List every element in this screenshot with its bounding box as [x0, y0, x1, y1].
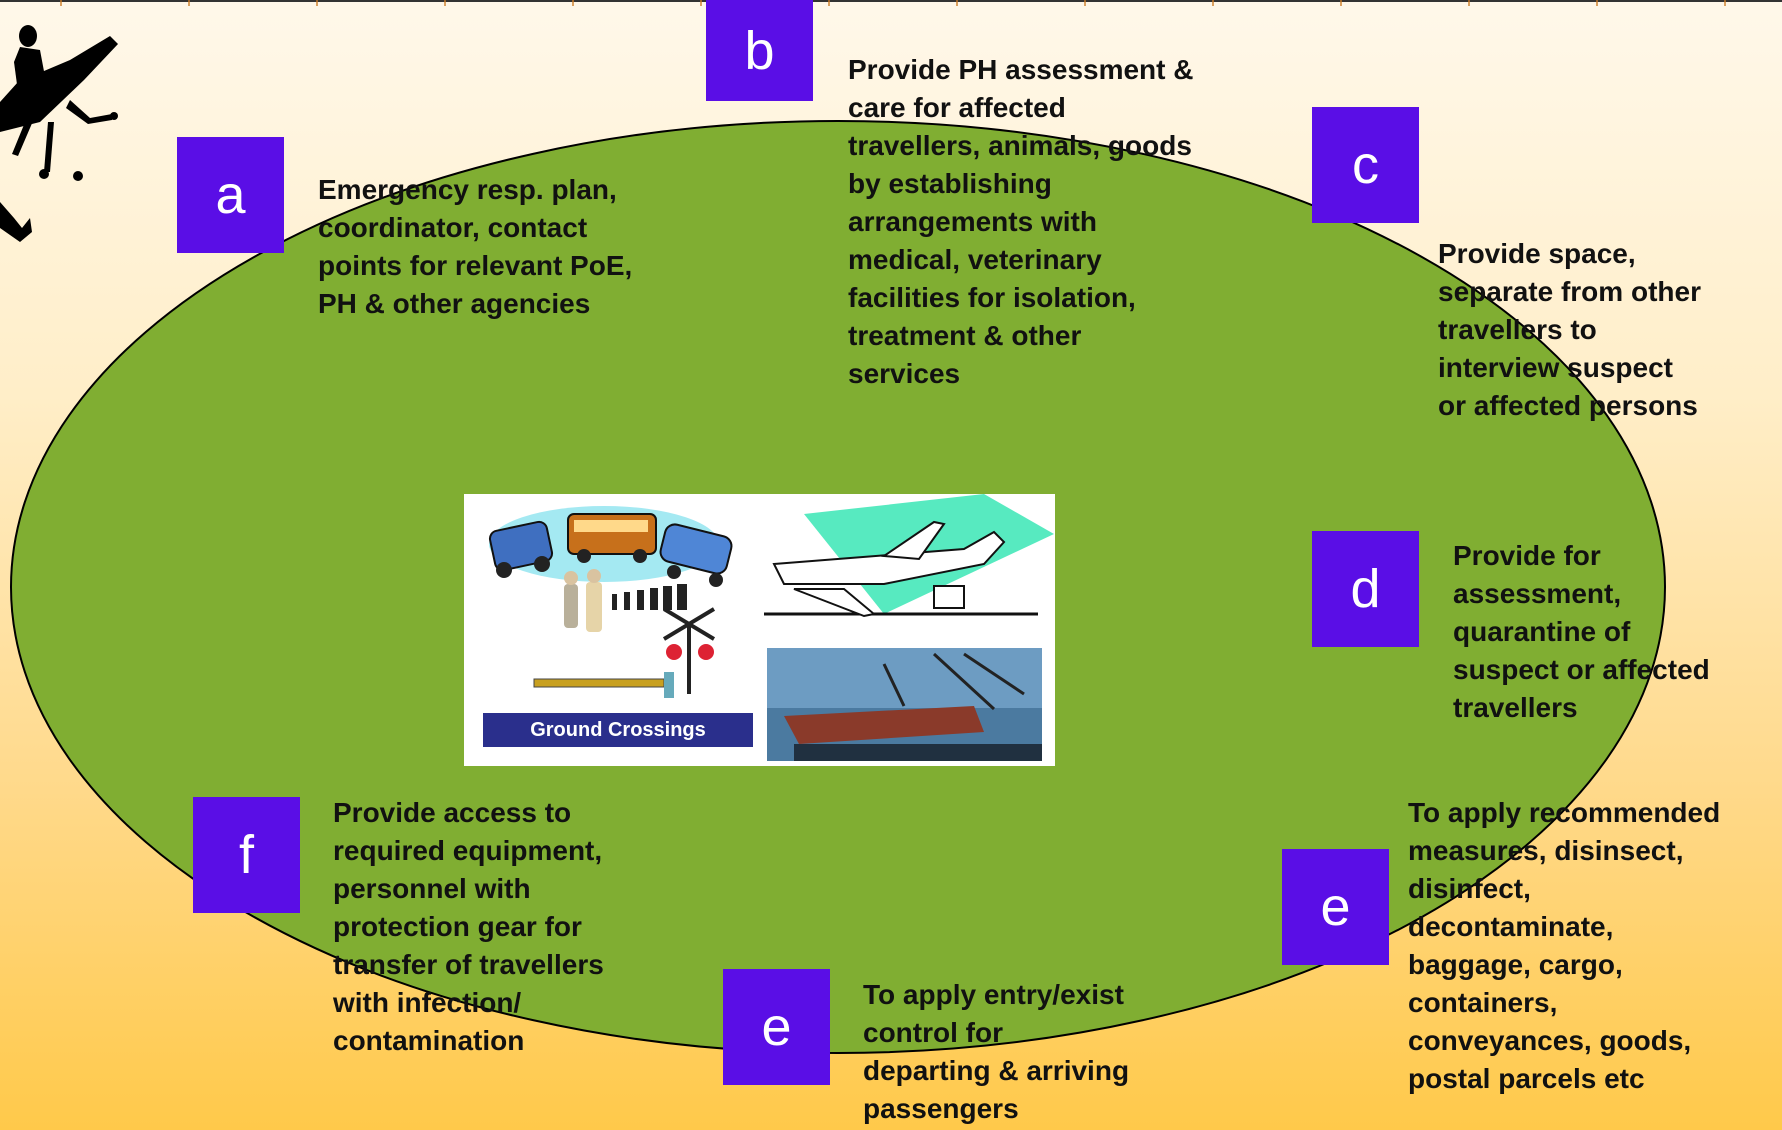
label-box-b: b [706, 0, 813, 101]
label-box-a: a [177, 137, 284, 253]
ground-crossings-label: Ground Crossings [483, 713, 753, 747]
bus-icon [567, 513, 657, 563]
text-f-equipment-access: Provide access to required equipment, pe… [333, 797, 604, 1056]
van-icon [659, 523, 733, 587]
truck-icon [488, 520, 554, 578]
top-decorative-dots [0, 0, 1782, 6]
label-box-c: c [1312, 107, 1419, 223]
label-box-f: f [193, 797, 300, 913]
label-box-e-bottom: e [723, 969, 830, 1085]
text-e-entry-exit-control: To apply entry/exist control for departi… [863, 979, 1130, 1124]
label-box-e-right: e [1282, 849, 1389, 965]
label-box-d: d [1312, 531, 1419, 647]
text-a-emergency-plan: Emergency resp. plan, coordinator, conta… [318, 174, 633, 319]
points-of-entry-collage: Ground Crossings [464, 494, 1055, 766]
text-c-provide-space: Provide space, separate from other trave… [1438, 238, 1701, 421]
collage-illustration [488, 494, 1054, 761]
text-d-quarantine: Provide for assessment, quarantine of su… [1453, 540, 1710, 723]
medical-stretcher-silhouette-icon [0, 25, 118, 242]
text-e-recommended-measures: To apply recommended measures, disinsect… [1408, 797, 1721, 1094]
text-b-ph-assessment: Provide PH assessment & care for affecte… [848, 54, 1194, 389]
